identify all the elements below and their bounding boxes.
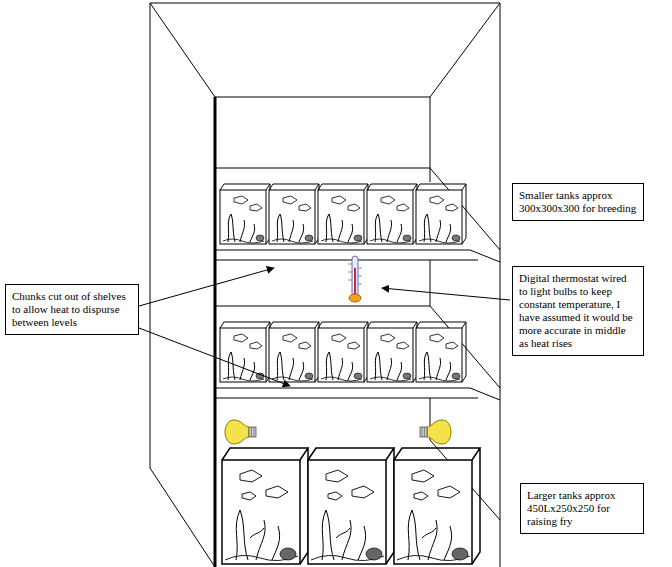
callout-box: Digital thermostat wired to light bulbs … — [512, 266, 644, 356]
callout-text: Larger tanks approx 450Lx250x250 for rai… — [527, 489, 637, 528]
callout-text: Chunks cut out of shelves to allow heat … — [12, 290, 132, 329]
callout-text: Digital thermostat wired to light bulbs … — [519, 272, 637, 350]
callout-box: Chunks cut out of shelves to allow heat … — [5, 284, 139, 335]
callout-box: Larger tanks approx 450Lx250x250 for rai… — [520, 483, 644, 534]
callout-box: Smaller tanks approx 300x300x300 for bre… — [512, 183, 644, 221]
callout-text: Smaller tanks approx 300x300x300 for bre… — [519, 189, 637, 215]
